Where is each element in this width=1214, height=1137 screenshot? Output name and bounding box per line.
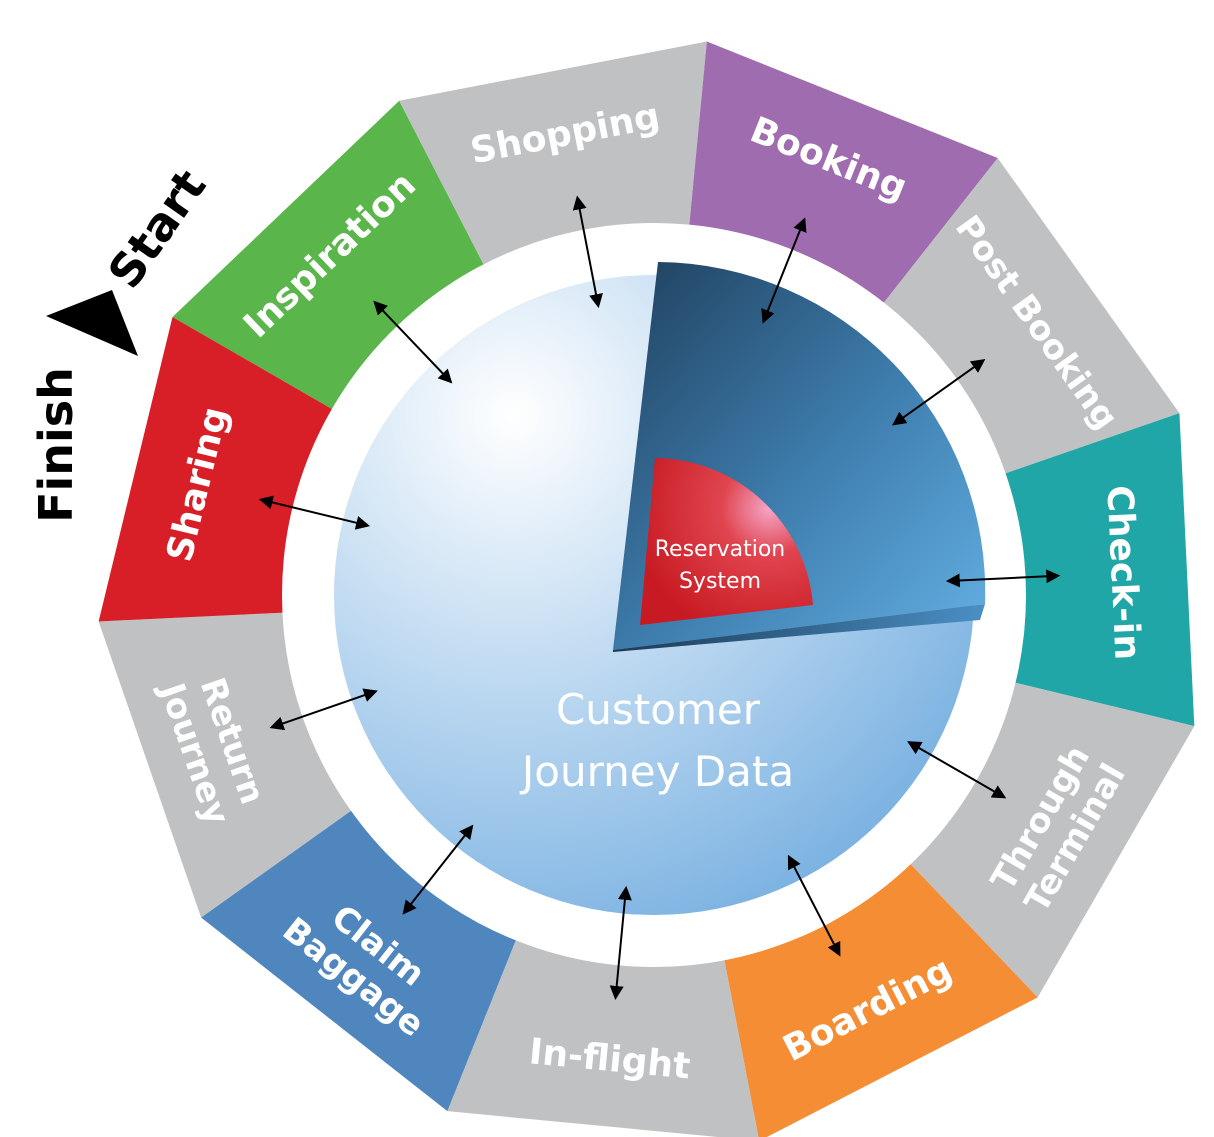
arrow-booking [761,217,807,324]
segment-check-in [1003,413,1195,727]
finish-label: Finish [29,367,83,523]
arrow-sharing [258,495,371,530]
data-flow-arrows [258,195,1061,1000]
segment-shopping [399,41,707,267]
arrow-boarding [787,854,841,957]
core-label-line1: Reservation [655,537,786,562]
arrow-post-booking [892,359,986,426]
arrow-inspiration [373,300,453,384]
sphere-cutaway-floor [613,604,985,652]
arrow-return-journey [269,688,378,731]
start-pointer-icon [46,290,138,356]
arrow-in-flight [609,885,632,1000]
arrow-through-terminal [907,741,1007,799]
reservation-core [640,458,813,625]
segment-sharing [98,317,334,622]
center-label-line1: Customer [556,685,761,734]
segment-label-check-in: Check-in [1098,484,1147,660]
segment-in-flight [447,938,759,1137]
center-label-line2: Journey Data [519,747,794,796]
arrow-claim-baggage [402,824,474,915]
arrow-check-in [945,569,1061,588]
start-label: Start [97,160,216,298]
arrow-shopping [572,195,603,309]
data-sphere: Reservation System Customer Journey Data [334,262,986,915]
core-label-line2: System [679,569,761,594]
